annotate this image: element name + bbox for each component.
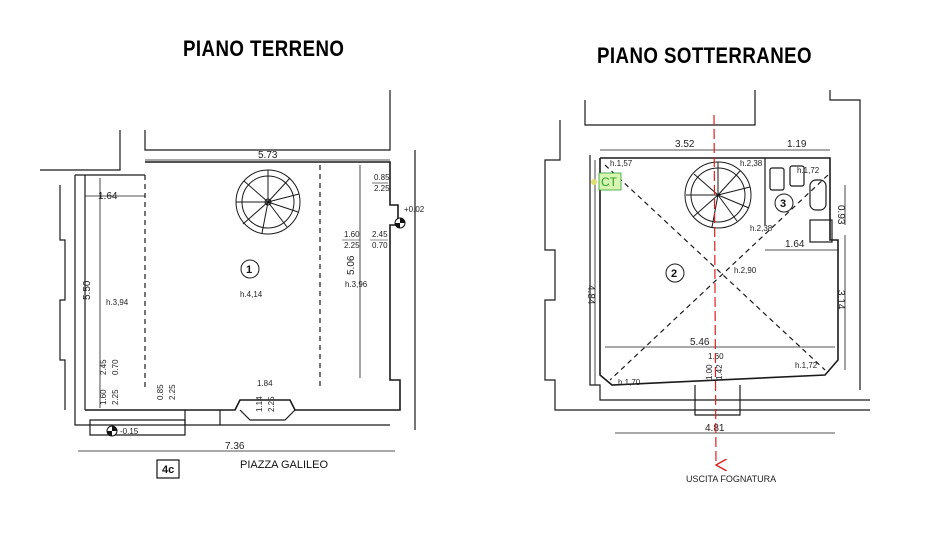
exit-arrow — [713, 114, 716, 465]
basement-exit — [694, 385, 741, 416]
sheet-ref-box — [156, 459, 180, 479]
basement-h-stair-bottom: h.2,38 — [750, 224, 773, 233]
ground-window-rm-c: 2.45 — [372, 230, 388, 239]
ground-top-left-wall — [40, 130, 121, 171]
basement-dim-vert-b: 1.00 — [705, 364, 714, 380]
basement-h-stair-top: h.2,38 — [740, 159, 763, 168]
sheet-ref: 4c — [162, 464, 174, 476]
basement-dim-bottom-width: 4.81 — [705, 423, 725, 434]
ground-dim-right-height: 5.06 — [346, 255, 357, 275]
ground-door-a: 1.14 — [255, 396, 264, 412]
basement-dimension-lines — [594, 149, 846, 434]
ground-window-rm-b: 2.25 — [344, 241, 360, 250]
ground-level-right: +0.02 — [404, 205, 425, 214]
basement-h-top-right: h.1,72 — [797, 166, 820, 175]
basement-dim-vert-c: 1.42 — [715, 364, 724, 380]
ground-room-height: h.4,14 — [240, 290, 263, 299]
basement-room-circle — [665, 263, 685, 283]
ground-top-wall — [144, 90, 391, 151]
basement-stepped-facade — [544, 120, 870, 411]
bath-circle — [774, 193, 794, 213]
basement-h-bottom-left: h.1,70 — [618, 378, 641, 387]
basement-dim-bath-width: 1.64 — [785, 239, 805, 250]
ground-room-walls — [85, 161, 401, 411]
ground-left-height: h.3,94 — [106, 298, 129, 307]
basement-dim-mid-width: 5.46 — [690, 337, 710, 348]
exit-label: USCITA FOGNATURA — [686, 474, 776, 484]
basement-right-outer — [829, 90, 861, 390]
basement-top-wall — [584, 90, 756, 126]
ground-dim-top-width: 5.73 — [258, 150, 278, 161]
basement-dim-right-height: 3.14 — [835, 290, 846, 310]
basement-h-center: h.2,90 — [734, 266, 757, 275]
ground-dim-left-width: 1.64 — [98, 191, 118, 202]
ground-window-bl-d: 0.70 — [111, 359, 120, 375]
ground-window-bl-a: 1.60 — [99, 389, 108, 405]
basement-h-top-left: h.1,57 — [610, 159, 633, 168]
ground-window-rt-a: 0.85 — [374, 173, 390, 182]
basement-title: PIANO SOTTERRANEO — [597, 43, 813, 68]
basement-diagonals — [604, 164, 829, 381]
ground-door-b: 2.25 — [267, 396, 276, 412]
basement-room-number: 2 — [671, 268, 677, 280]
basement-dim-top-right: 1.19 — [787, 139, 807, 150]
ground-entry — [184, 409, 296, 425]
basement-left-outer — [589, 155, 870, 401]
ground-step — [89, 419, 186, 436]
bath-number: 3 — [780, 198, 786, 210]
ground-right-height: h.3,96 — [345, 280, 368, 289]
ground-dim-door: 1.84 — [257, 379, 273, 388]
basement-dim-top-left: 3.52 — [675, 139, 695, 150]
street-name: PIAZZA GALILEO — [240, 459, 328, 471]
ground-room-circle — [240, 259, 260, 279]
ground-window-rm-a: 1.60 — [344, 230, 360, 239]
level-marker-icon — [394, 217, 406, 229]
basement-dim-vert-a: 1.60 — [708, 352, 724, 361]
ground-window-bl-b: 2.25 — [111, 389, 120, 405]
ground-left-outer — [74, 175, 390, 426]
ground-floor-plan — [40, 90, 416, 436]
marker-dot-icon — [591, 179, 597, 185]
ground-dimension-lines — [78, 159, 395, 452]
ground-dim-bottom-width: 7.36 — [225, 441, 245, 452]
basement-room-walls — [599, 157, 839, 386]
basement-plan — [544, 90, 870, 416]
ground-window-bm-b: 2.25 — [168, 384, 177, 400]
basement-dim-bath-height: 0.93 — [835, 205, 846, 225]
ground-window-rt-b: 2.25 — [374, 184, 390, 193]
ground-floor-title: PIANO TERRENO — [183, 36, 345, 61]
basement-h-bottom-right: h.1,72 — [795, 361, 818, 370]
ground-window-bl-c: 2.45 — [99, 359, 108, 375]
ground-room-number: 1 — [246, 264, 252, 276]
spiral-stair-icon — [235, 169, 301, 235]
marker-box — [598, 172, 622, 191]
ground-window-rm-d: 0.70 — [372, 241, 388, 250]
ground-level-bottom: -0.15 — [120, 427, 139, 436]
basement-spiral-stair-icon — [684, 161, 752, 229]
ground-dim-left-height: 5.50 — [82, 280, 93, 300]
level-marker-bottom-icon — [106, 425, 118, 437]
marker-label: CT — [601, 175, 618, 189]
basement-dim-left-height: 4.84 — [585, 285, 596, 305]
ground-window-bm-a: 0.85 — [156, 384, 165, 400]
ground-stepped-facade — [59, 185, 66, 410]
